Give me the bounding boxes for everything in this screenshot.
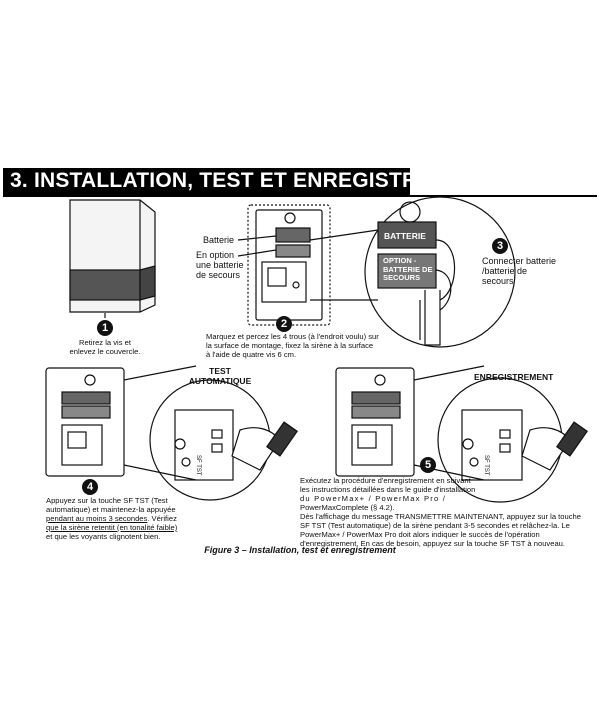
step-1-number: 1 <box>97 320 113 336</box>
siren-open-drawing <box>237 204 379 326</box>
step-5-number: 5 <box>420 457 436 473</box>
sf-tst-label-2: SF TST <box>483 455 489 476</box>
step-2-line: la surface de montage, fixez la sirène à… <box>206 341 374 350</box>
step-4-emphasis: pendant au moins 3 secondes <box>46 514 148 523</box>
step-4-line: et que les voyants clignotent bien. <box>46 532 161 541</box>
step-5-line: PowerMax+ / PowerMax Pro doit alors indi… <box>300 530 540 539</box>
step-4-line-end: . Vérifiez <box>147 514 177 523</box>
self-test-line: AUTOMATIQUE <box>188 376 252 386</box>
optional-battery-line: une batterie <box>196 260 244 270</box>
self-test-line: TEST <box>209 366 231 376</box>
step-5-detail-text: Dès l'affichage du message TRANSMETTRE M… <box>300 512 600 548</box>
step-3-line: Connecter batterie <box>482 256 557 266</box>
step-4-line: Appuyez sur la touche SF TST (Test <box>46 496 168 505</box>
step-5-line: les instructions détaillées dans le guid… <box>300 485 476 494</box>
step-3-line: /batterie de <box>482 266 528 276</box>
backup-battery-line: BATTERIE DE <box>383 264 433 274</box>
step-5-line: d'enregistrement. En cas de besoin, appu… <box>300 539 565 548</box>
optional-battery-line: En option <box>196 250 235 260</box>
enrollment-label: ENREGISTREMENT <box>474 372 554 382</box>
step-4-line: pendant au moins 3 secondes. Vérifiez <box>46 514 226 523</box>
test-siren-drawing <box>45 365 298 501</box>
battery-zoom-circle <box>364 196 516 348</box>
step-2-line: à l'aide de quatre vis 6 cm. <box>206 350 297 359</box>
section-rule <box>3 195 597 197</box>
step-2-line: Marquez et percez les 4 trous (à l'endro… <box>206 332 379 341</box>
section-title: 3. INSTALLATION, TEST ET ENREGISTREMENT <box>10 169 492 192</box>
optional-battery-label: En option une batterie de secours <box>196 250 248 280</box>
step-1-line: enlevez le couvercle. <box>69 347 141 356</box>
figure-caption: Figure 3 – Installation, test et enregis… <box>204 545 396 555</box>
section-header-bar <box>3 168 410 195</box>
siren-cover-drawing <box>69 199 156 318</box>
backup-battery-box-label: OPTION - BATTERIE DE SECOURS <box>383 256 433 283</box>
battery-box-label: BATTERIE <box>384 231 426 241</box>
step-1-text: Retirez la vis et enlevez le couvercle. <box>50 338 160 356</box>
step-5-line: SF TST (Test automatique) de la sirène p… <box>300 521 570 530</box>
self-test-label: TEST AUTOMATIQUE <box>188 366 252 386</box>
sf-tst-label: SF TST <box>195 455 201 476</box>
step-1-line: Retirez la vis et <box>79 338 131 347</box>
backup-battery-line: SECOURS <box>383 273 421 282</box>
enroll-siren-drawing <box>335 365 588 503</box>
step-3-text: Connecter batterie /batterie de secours <box>482 256 562 286</box>
step-5-line: PowerMaxComplete (§ 4.2). <box>300 503 395 512</box>
step-5-intro-text: Exécutez la procédure d'enregistrement e… <box>300 476 530 512</box>
step-4-number: 4 <box>82 479 98 495</box>
backup-battery-line: OPTION - <box>383 256 417 265</box>
step-2-number: 2 <box>276 316 292 332</box>
battery-label: Batterie <box>203 235 235 245</box>
optional-battery-line: de secours <box>196 270 241 280</box>
step-5-line: Exécutez la procédure d'enregistrement e… <box>300 476 471 485</box>
step-2-text: Marquez et percez les 4 trous (à l'endro… <box>206 332 396 359</box>
step-3-number: 3 <box>492 238 508 254</box>
step-3-line: secours <box>482 276 514 286</box>
step-4-text: Appuyez sur la touche SF TST (Test autom… <box>46 496 226 541</box>
step-4-line: automatique) et maintenez-la appuyée <box>46 505 176 514</box>
step-4-line: que la sirène retentit (en tonalité faib… <box>46 523 178 532</box>
step-5-line: du PowerMax+ / PowerMax Pro / <box>300 494 447 503</box>
step-5-line: Dès l'affichage du message TRANSMETTRE M… <box>300 512 581 521</box>
